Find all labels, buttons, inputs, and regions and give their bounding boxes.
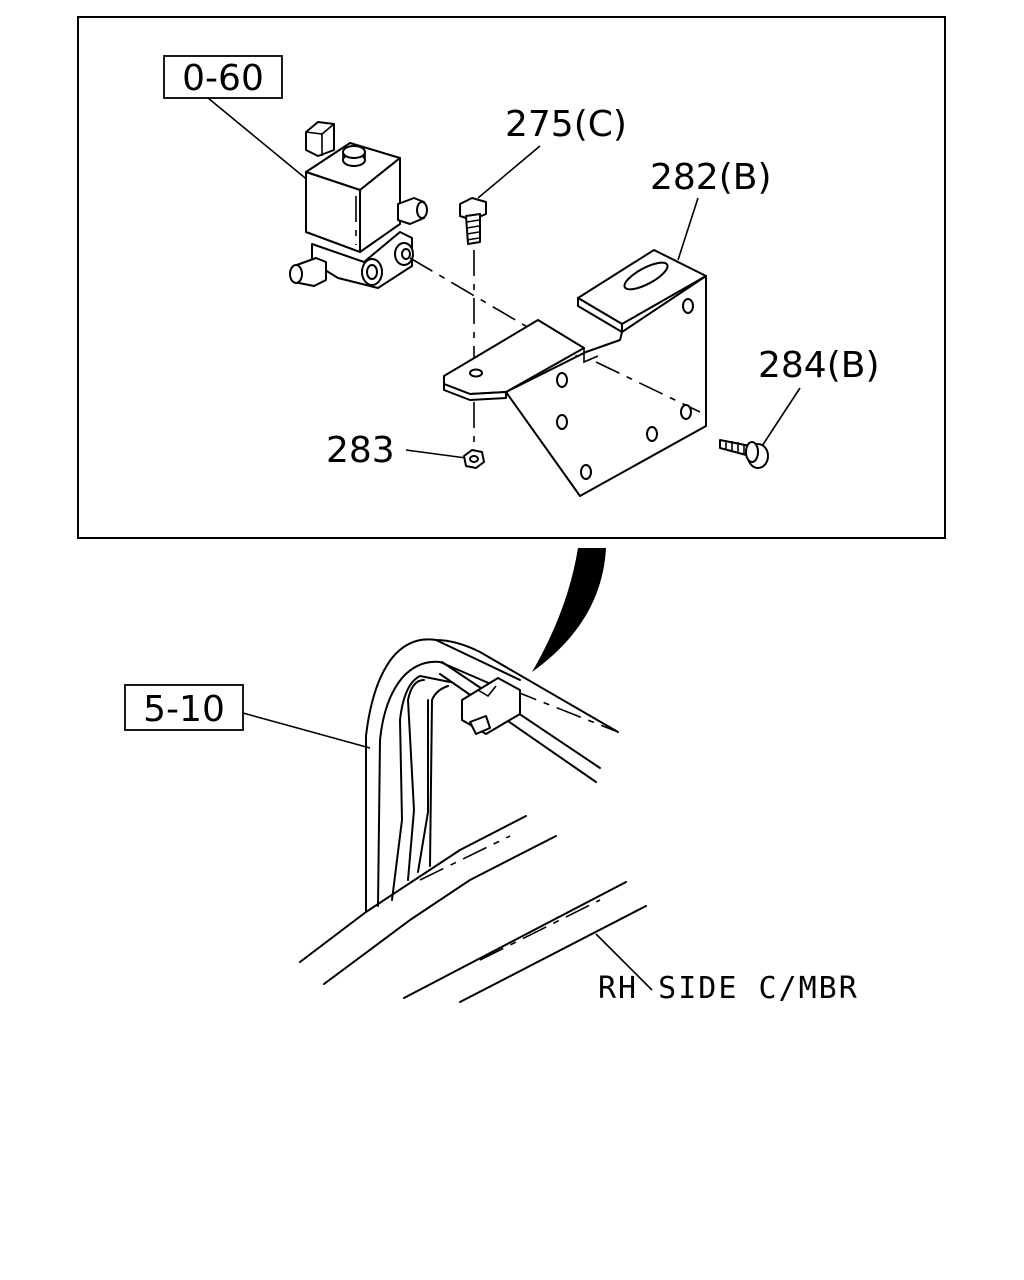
part-label-282[interactable]: 282(B) <box>650 157 772 198</box>
bolt-284 <box>719 439 769 469</box>
ref-label-0-60: 0-60 <box>182 58 264 99</box>
leader-282 <box>677 197 699 261</box>
leader-284 <box>761 387 801 447</box>
leader-283 <box>405 449 467 459</box>
leader-0-60 <box>207 97 311 183</box>
leader-rh-side <box>595 933 653 991</box>
rh-side-label[interactable]: RH SIDE C/MBR <box>598 971 859 1006</box>
part-label-284[interactable]: 284(B) <box>758 345 880 386</box>
ref-box-5-10[interactable]: 5-10 <box>124 684 244 731</box>
ref-label-5-10: 5-10 <box>143 689 225 730</box>
callout-pointer <box>532 548 606 672</box>
part-label-283[interactable]: 283 <box>326 430 395 471</box>
cross-member <box>435 639 619 783</box>
ref-box-0-60[interactable]: 0-60 <box>163 55 283 99</box>
bracket-282 <box>443 249 707 497</box>
leader-275 <box>477 145 541 199</box>
detail-frame <box>77 16 946 539</box>
leader-5-10 <box>242 712 371 749</box>
part-label-275[interactable]: 275(C) <box>505 104 627 145</box>
bolt-275 <box>459 197 487 245</box>
side-member <box>299 815 647 1003</box>
nut-283 <box>463 449 485 469</box>
pipes <box>365 638 521 913</box>
solenoid-valve <box>289 121 428 289</box>
